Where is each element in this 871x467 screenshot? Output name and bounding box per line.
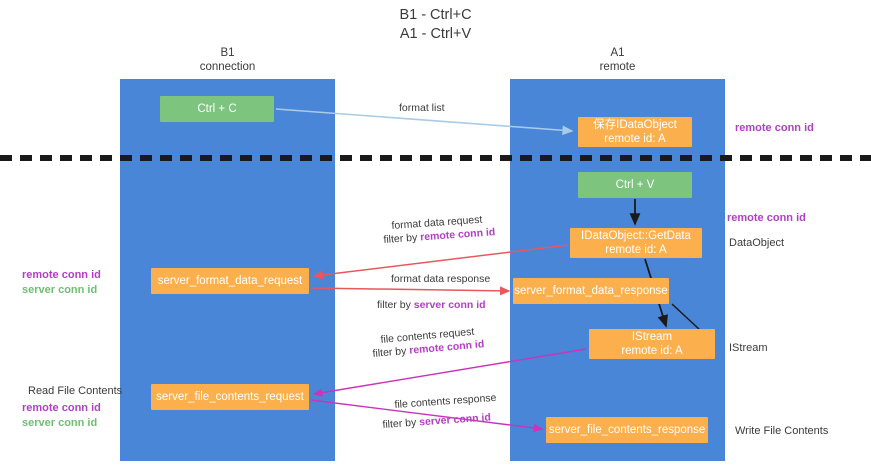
title-line-1: B1 - Ctrl+C — [399, 7, 472, 23]
node-idataobject-label: 保存IDataObject remote id: A — [593, 119, 677, 145]
node-istream-label: IStream remote id: A — [621, 331, 683, 357]
filter-prefix: filter by — [383, 231, 421, 246]
edge-label-file-contents-response: file contents response — [394, 391, 497, 411]
node-ctrl-v-label: Ctrl + V — [615, 179, 655, 191]
node-ctrl-c-label: Ctrl + C — [197, 103, 237, 115]
filter-key-server-conn-id: server conn id — [418, 411, 492, 429]
filter-key-remote-conn-id: remote conn id — [419, 226, 496, 244]
annotation-left-server-conn-id-2: server conn id — [22, 417, 98, 429]
swimlane-header-b1-sub: connection — [199, 61, 256, 73]
swimlane-header-b1-name: B1 — [220, 47, 235, 59]
edge-label-format-data-response: format data response — [391, 273, 491, 285]
annotation-dataobject: DataObject — [729, 237, 785, 249]
page-title: B1 - Ctrl+C A1 - Ctrl+V — [0, 6, 871, 44]
annotation-remote-conn-id-top: remote conn id — [735, 122, 814, 134]
node-server-file-contents-response[interactable]: server_file_contents_response — [546, 417, 708, 443]
annotation-left-conn-ids-bottom: remote conn id server conn id — [22, 401, 101, 431]
annotation-istream: IStream — [729, 342, 768, 354]
edge-label-format-data-response-filter: filter by server conn id — [377, 298, 486, 312]
node-ctrl-v[interactable]: Ctrl + V — [578, 172, 692, 198]
annotation-write-file-contents: Write File Contents — [735, 425, 829, 437]
annotation-left-server-conn-id: server conn id — [22, 284, 98, 296]
node-server-format-data-request[interactable]: server_format_data_request — [151, 268, 309, 294]
phase-divider — [0, 155, 871, 161]
node-server-file-contents-request-label: server_file_contents_request — [156, 391, 304, 403]
node-server-file-contents-response-label: server_file_contents_response — [548, 424, 706, 436]
annotation-read-file-contents: Read File Contents — [28, 385, 123, 397]
filter-key-server-conn-id: server conn id — [413, 299, 486, 311]
swimlane-header-a1-name: A1 — [610, 47, 625, 59]
title-line-2: A1 - Ctrl+V — [399, 26, 472, 42]
edge-label-file-contents-response-filter: filter by server conn id — [382, 410, 491, 432]
edge-label-format-list: format list — [399, 102, 445, 114]
node-idataobject[interactable]: 保存IDataObject remote id: A — [578, 117, 692, 147]
annotation-left-conn-ids-top: remote conn id server conn id — [22, 268, 101, 298]
node-server-format-data-response[interactable]: server_format_data_response — [513, 278, 669, 304]
filter-prefix: filter by — [377, 299, 414, 311]
swimlane-header-b1: B1 connection — [120, 46, 335, 74]
node-idataobject-getdata[interactable]: IDataObject::GetData remote id: A — [570, 228, 702, 258]
filter-prefix: filter by — [372, 344, 410, 360]
node-server-file-contents-request[interactable]: server_file_contents_request — [151, 384, 309, 410]
filter-prefix: filter by — [382, 416, 420, 431]
swimlane-header-a1: A1 remote — [510, 46, 725, 74]
edge-format-data-response — [310, 286, 511, 296]
swimlane-header-a1-sub: remote — [599, 61, 636, 73]
annotation-remote-conn-id-mid: remote conn id — [727, 212, 806, 224]
node-idataobject-getdata-label: IDataObject::GetData remote id: A — [581, 230, 691, 256]
node-istream[interactable]: IStream remote id: A — [589, 329, 715, 359]
node-ctrl-c[interactable]: Ctrl + C — [160, 96, 274, 122]
node-server-format-data-request-label: server_format_data_request — [157, 275, 303, 287]
annotation-left-remote-conn-id: remote conn id — [22, 269, 101, 281]
annotation-left-remote-conn-id-2: remote conn id — [22, 402, 101, 414]
node-server-format-data-response-label: server_format_data_response — [514, 285, 668, 297]
